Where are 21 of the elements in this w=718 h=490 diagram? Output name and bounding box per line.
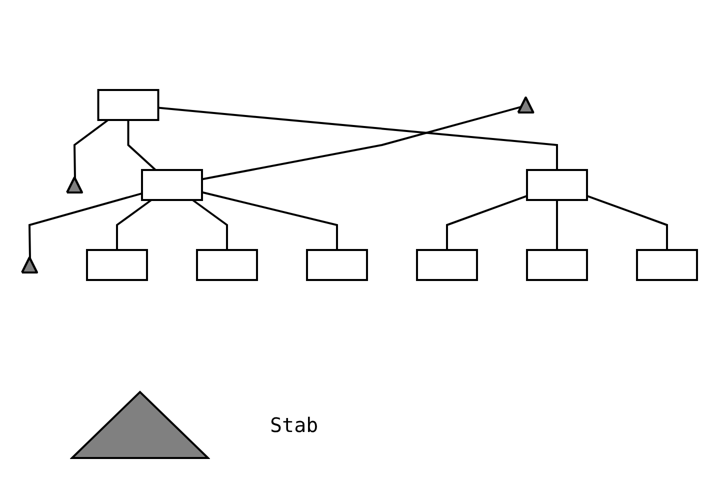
connector [126,120,156,171]
connector [446,194,527,250]
node-box [416,249,478,281]
node-box [306,249,368,281]
connector [73,119,108,178]
connector [586,194,668,250]
connector [556,200,558,250]
connector [28,192,142,258]
node-box [196,249,258,281]
connector [116,199,152,250]
connector [201,106,522,180]
node-box [526,249,588,281]
connector [201,191,338,250]
node-box [140,169,202,201]
node-box [526,169,588,201]
node-box [96,89,159,121]
node-box [86,249,148,281]
node-box [636,249,698,281]
legend-text: Stab [270,413,318,437]
connector [158,106,558,170]
connector [192,199,228,250]
